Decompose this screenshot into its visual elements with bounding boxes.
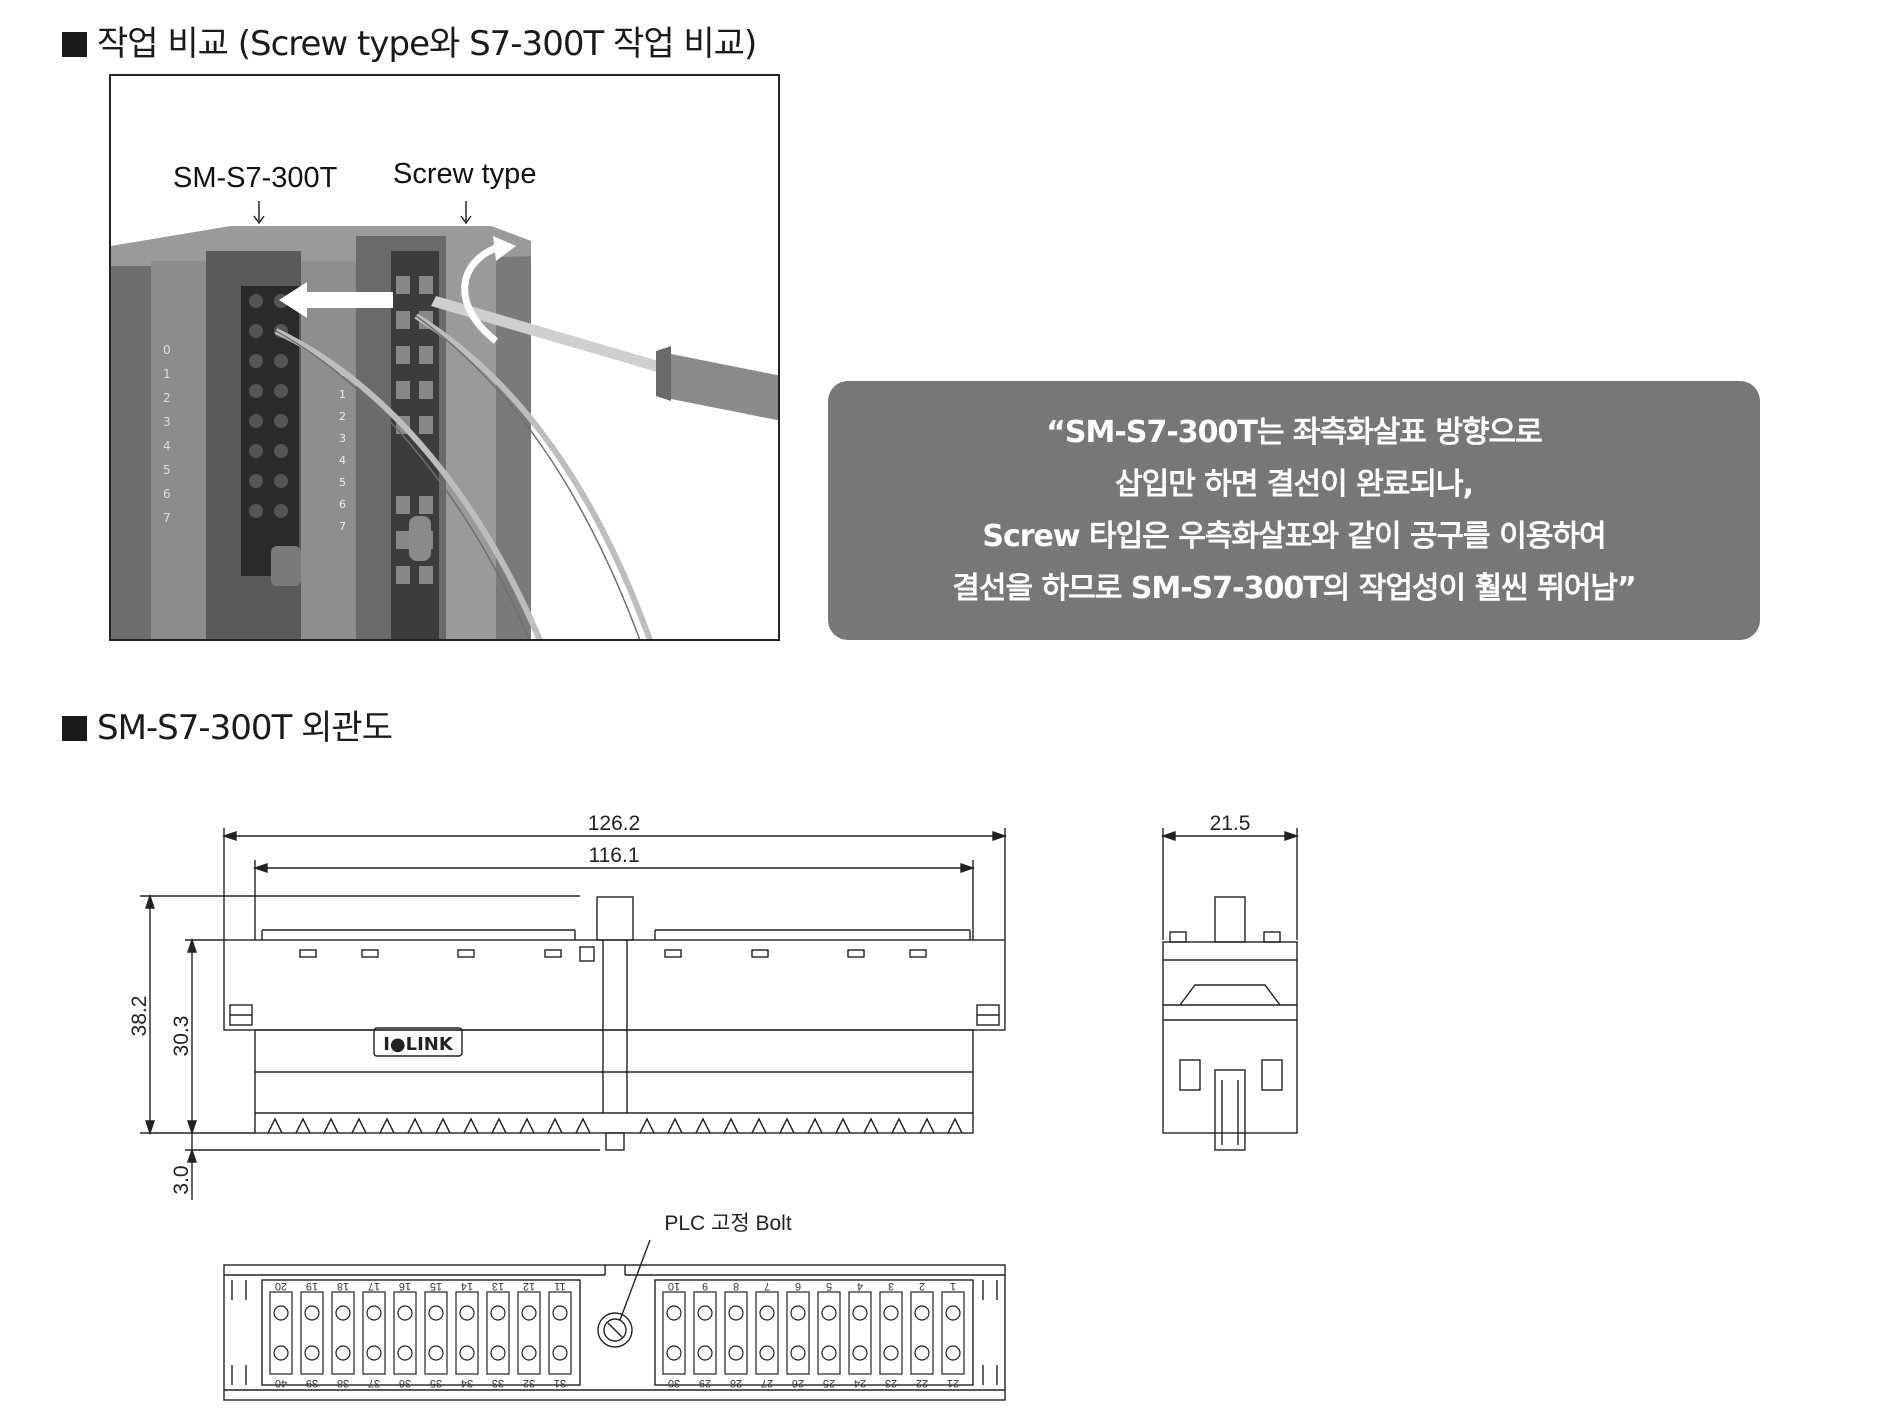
terminal-number: 9 bbox=[702, 1280, 708, 1292]
callout-line: “SM-S7-300T는 좌측화살표 방향으로 bbox=[1046, 414, 1543, 450]
terminal-number: 27 bbox=[761, 1377, 773, 1389]
terminal-number: 12 bbox=[523, 1280, 535, 1292]
terminal-number: 32 bbox=[523, 1377, 535, 1389]
bezel-digit: 1 bbox=[163, 367, 171, 381]
terminal-number: 18 bbox=[337, 1280, 349, 1292]
comparison-section-title: 작업 비교 (Screw type와 S7-300T 작업 비교) bbox=[62, 16, 757, 65]
comparison-title-text: 작업 비교 (Screw type와 S7-300T 작업 비교) bbox=[97, 24, 757, 64]
dim-inner-width: 116.1 bbox=[589, 844, 640, 867]
terminal-number: 5 bbox=[826, 1280, 832, 1292]
left-arrow-icon bbox=[279, 282, 393, 318]
terminal-number: 15 bbox=[430, 1280, 442, 1292]
terminal-number: 19 bbox=[306, 1280, 318, 1292]
dim-height: 38.2 bbox=[128, 996, 151, 1037]
terminal-number: 29 bbox=[699, 1377, 711, 1389]
appearance-title-text: SM-S7-300T 외관도 bbox=[97, 708, 393, 748]
bezel-digit: 4 bbox=[163, 439, 171, 453]
terminal-number: 30 bbox=[668, 1377, 680, 1389]
terminal-cells-left bbox=[269, 1291, 572, 1375]
terminal-number: 6 bbox=[795, 1280, 801, 1292]
bezel-digit: 3 bbox=[339, 432, 346, 445]
terminal-number: 20 bbox=[275, 1280, 287, 1292]
bolt-label: PLC 고정 Bolt bbox=[664, 1212, 792, 1235]
terminal-number: 10 bbox=[668, 1280, 680, 1292]
bezel-digit: 2 bbox=[339, 410, 346, 423]
terminal-number: 1 bbox=[950, 1280, 956, 1292]
terminal-number: 36 bbox=[399, 1377, 411, 1389]
callout-line: 결선을 하므로 SM-S7-300T의 작업성이 훨씬 뛰어남” bbox=[952, 570, 1636, 606]
label-screw-type: Screw type bbox=[393, 158, 537, 190]
bezel-digit: 7 bbox=[163, 511, 171, 525]
logo-text: I●LINK bbox=[383, 1034, 454, 1055]
terminal-number: 2 bbox=[919, 1280, 925, 1292]
callout-line: 삽입만 하면 결선이 완료되나, bbox=[1115, 466, 1474, 502]
terminal-number: 33 bbox=[492, 1377, 504, 1389]
terminal-number: 39 bbox=[306, 1377, 318, 1389]
terminal-number: 4 bbox=[857, 1280, 863, 1292]
terminal-number: 23 bbox=[885, 1377, 897, 1389]
terminal-number: 37 bbox=[368, 1377, 380, 1389]
terminal-number: 24 bbox=[854, 1377, 866, 1389]
bezel-digit: 0 bbox=[163, 343, 171, 357]
bezel-digit: 4 bbox=[339, 454, 346, 467]
terminal-cells-right bbox=[662, 1291, 965, 1375]
dim-bolt: 3.0 bbox=[170, 1165, 193, 1194]
terminal-number: 25 bbox=[823, 1377, 835, 1389]
terminal-number: 11 bbox=[554, 1280, 565, 1292]
terminal-number: 26 bbox=[792, 1377, 804, 1389]
bezel-digit: 1 bbox=[339, 388, 346, 401]
terminal-number: 22 bbox=[916, 1377, 928, 1389]
bezel-digit: 3 bbox=[163, 415, 171, 429]
dim-side-width: 21.5 bbox=[1210, 812, 1251, 835]
terminal-numbers-top-right: 10 9 8 7 6 5 4 3 2 1 bbox=[668, 1280, 956, 1292]
terminal-number: 17 bbox=[368, 1280, 380, 1292]
appearance-drawing: 126.2 116.1 21.5 38.2 30.3 3.0 I●LINK PL… bbox=[128, 812, 1300, 1401]
terminal-number: 13 bbox=[492, 1280, 504, 1292]
bezel-digit: 2 bbox=[163, 391, 171, 405]
terminal-number: 31 bbox=[554, 1377, 566, 1389]
dim-total-width: 126.2 bbox=[588, 812, 641, 835]
terminal-block-photo-illustration: 0 1 2 3 4 5 6 7 0 1 2 3 4 5 6 7 bbox=[111, 76, 778, 639]
bezel-digit: 6 bbox=[163, 487, 171, 501]
square-bullet-icon bbox=[62, 32, 87, 57]
iolink-logo bbox=[373, 1027, 463, 1057]
terminal-number: 40 bbox=[275, 1377, 287, 1389]
bezel-digit: 7 bbox=[339, 520, 346, 533]
terminal-number: 28 bbox=[730, 1377, 742, 1389]
callout-line: Screw 타입은 우측화살표와 같이 공구를 이용하여 bbox=[982, 518, 1606, 554]
bezel-digit: 5 bbox=[339, 476, 346, 489]
terminal-numbers-top-left: 20 19 18 17 16 15 14 13 12 11 bbox=[275, 1280, 566, 1292]
terminal-numbers-bottom-right: 30 29 28 27 26 25 24 23 22 21 bbox=[668, 1377, 959, 1389]
comparison-callout: “SM-S7-300T는 좌측화살표 방향으로 삽입만 하면 결선이 완료되나,… bbox=[828, 381, 1760, 640]
curved-arrow-icon bbox=[461, 242, 503, 344]
dim-body-height: 30.3 bbox=[170, 1016, 193, 1057]
terminal-number: 3 bbox=[888, 1280, 894, 1292]
terminal-number: 35 bbox=[430, 1377, 442, 1389]
bezel-digit: 5 bbox=[163, 463, 171, 477]
terminal-number: 34 bbox=[461, 1377, 473, 1389]
terminal-number: 21 bbox=[947, 1377, 959, 1389]
bezel-digit: 6 bbox=[339, 498, 346, 511]
comparison-photo: 0 1 2 3 4 5 6 7 0 1 2 3 4 5 6 7 bbox=[109, 74, 780, 641]
terminal-number: 38 bbox=[337, 1377, 349, 1389]
terminal-number: 16 bbox=[399, 1280, 411, 1292]
appearance-section-title: SM-S7-300T 외관도 bbox=[62, 700, 393, 749]
terminal-numbers-bottom-left: 40 39 38 37 36 35 34 33 32 31 bbox=[275, 1377, 566, 1389]
terminal-number: 7 bbox=[764, 1280, 770, 1292]
terminal-number: 8 bbox=[733, 1280, 739, 1292]
label-sm-s7-300t: SM-S7-300T bbox=[173, 162, 338, 194]
terminal-number: 14 bbox=[461, 1280, 473, 1292]
square-bullet-icon bbox=[62, 716, 87, 741]
